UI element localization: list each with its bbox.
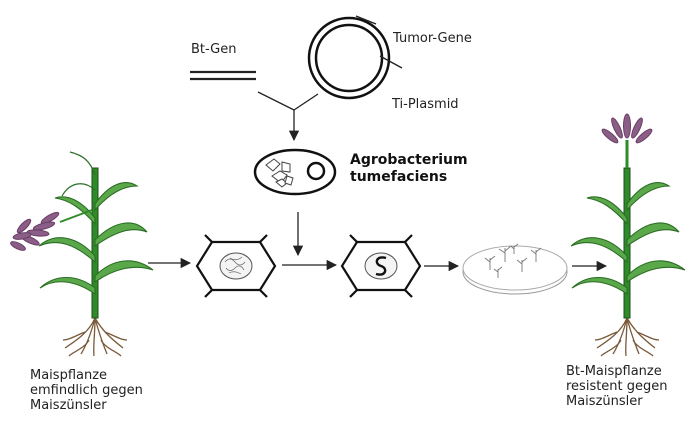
agrobacterium-cell: [253, 148, 337, 196]
ti-plasmid-ring: [307, 15, 403, 100]
ti-plasmid-label: Ti-Plasmid: [392, 97, 459, 112]
right-plant-caption: Bt-Maispflanze resistent gegen Maiszünsl…: [566, 364, 668, 409]
left-plant-caption-line3: Maiszünsler: [30, 398, 107, 413]
agrobacterium-label-line1: Agrobacterium: [350, 152, 468, 168]
process-arrows: [148, 257, 608, 272]
merge-lines: [257, 91, 319, 142]
bt-gene-symbol: [190, 70, 256, 81]
agrobacterium-label: Agrobacterium tumefaciens: [350, 152, 468, 186]
left-plant-caption-line2: emfindlich gegen: [30, 383, 143, 398]
left-plant-caption-line1: Maispflanze: [30, 368, 108, 383]
right-plant-caption-line2: resistent gegen: [566, 379, 668, 394]
tassel: [10, 209, 93, 251]
plant-cell-2: [340, 234, 422, 298]
right-plant-caption-line3: Maiszünsler: [566, 394, 643, 409]
petri-dish: [462, 243, 568, 295]
left-plant-caption: Maispflanze emfindlich gegen Maiszünsler: [30, 368, 143, 413]
agrobacterium-label-line2: tumefaciens: [350, 169, 448, 185]
tassel-upright: [601, 113, 653, 144]
right-plant-caption-line1: Bt-Maispflanze: [566, 364, 662, 379]
left-maize-plant: [10, 151, 154, 357]
tumor-genes-label: Tumor-Gene: [393, 31, 472, 46]
bt-gene-label: Bt-Gen: [191, 42, 237, 57]
plant-cell-1: [195, 234, 277, 298]
right-maize-plant: [570, 113, 686, 357]
